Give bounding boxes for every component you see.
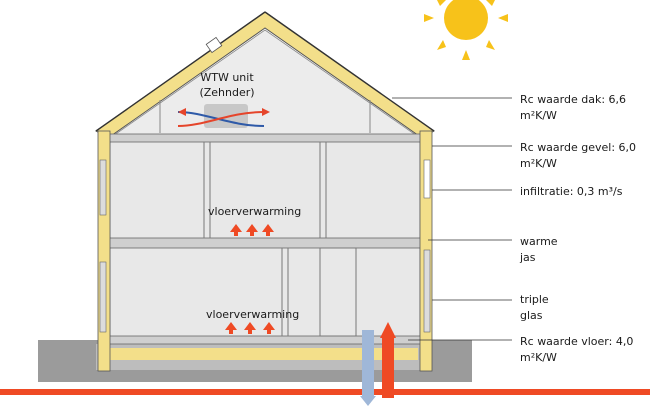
left-wall [97,130,111,372]
facade-rc-annotation: Rc waarde gevel: 6,0 m²K/W [520,140,636,172]
wtw-unit-line2: (Zehnder) [199,86,255,99]
leader-lines [392,97,512,341]
heat-arrows-upper [230,224,274,236]
triple-glass-line1: triple [520,293,549,306]
floor-heating-lower-label: vloerverwarming [206,308,300,321]
heat-arrows-lower [225,322,275,334]
warm-coat-annotation: warme jas [520,234,558,266]
roof-rc-line1: Rc waarde dak: 6,6 [520,93,627,106]
right-wall [419,130,433,372]
facade-rc-line1: Rc waarde gevel: 6,0 [520,141,637,154]
cold-air-arrow [360,330,376,406]
roof-rc-annotation: Rc waarde dak: 6,6 m²K/W [520,92,626,124]
infiltration-line1: infiltratie: 0,3 m³/s [520,185,623,198]
ground-heat-line [0,389,650,395]
roof-rc-line2: m²K/W [520,109,557,122]
wtw-unit-line1: WTW unit [200,71,254,84]
sun-icon [424,0,508,60]
warm-coat-line2: jas [520,251,536,264]
wtw-unit-label: WTW unit (Zehnder) [182,70,272,100]
facade-rc-line2: m²K/W [520,157,557,170]
triple-glass-line2: glas [520,309,543,322]
floor-rc-annotation: Rc waarde vloer: 4,0 m²K/W [520,334,633,366]
floor-rc-line1: Rc waarde vloer: 4,0 [520,335,634,348]
floor-heating-upper-label: vloerverwarming [208,205,302,218]
floor-rc-line2: m²K/W [520,351,557,364]
infiltration-annotation: infiltratie: 0,3 m³/s [520,184,622,200]
triple-glass-annotation: triple glas [520,292,549,324]
warm-coat-line1: warme [520,235,558,248]
warm-air-arrow [380,322,396,398]
interior-door [319,247,357,337]
wtw-unit [177,104,270,128]
